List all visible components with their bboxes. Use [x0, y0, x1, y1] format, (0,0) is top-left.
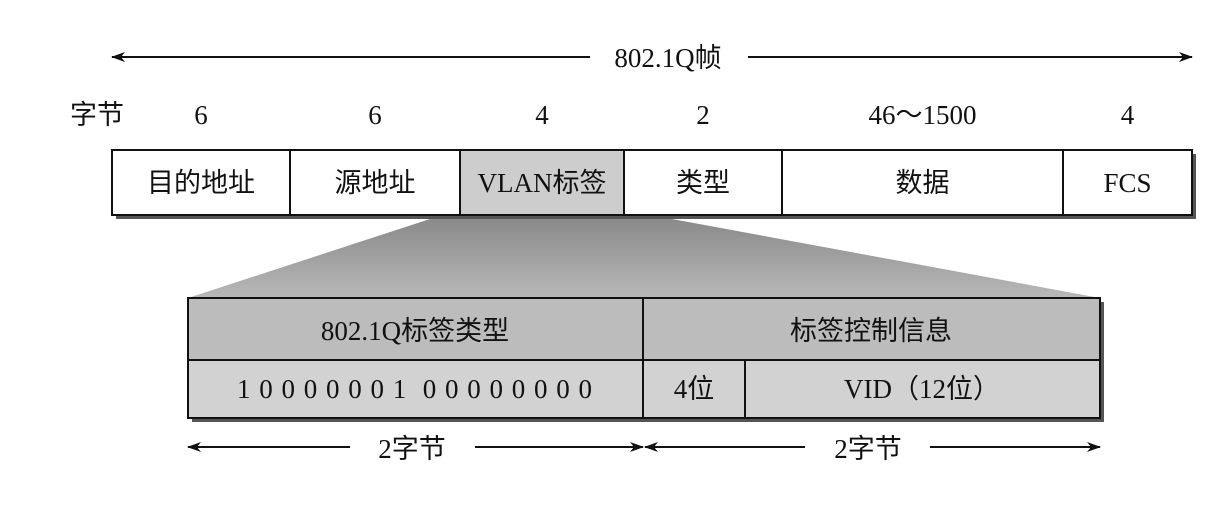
bytes-label: 字节 [70, 100, 124, 130]
frame-fields: 目的地址 源地址 VLAN标签 类型 数据 FCS [111, 149, 1193, 216]
field-cell [459, 149, 625, 216]
tag-size-arrows: 2字节 2字节 [187, 434, 1101, 464]
field-cell [781, 149, 1064, 216]
vlan-tag-detail: 802.1Q标签类型 1 0 0 0 0 0 0 1 0 0 0 0 0 0 0… [187, 297, 1101, 419]
field-name: FCS [1103, 168, 1151, 198]
field-name: 类型 [676, 168, 730, 198]
field-cell [289, 149, 461, 216]
field-name: 数据 [896, 168, 950, 198]
tci-header: 标签控制信息 [790, 316, 952, 346]
field-bytes: 4 [1121, 100, 1135, 130]
tci-priority-bits: 4位 [674, 374, 715, 404]
field-name: 目的地址 [147, 168, 255, 198]
tag-expansion-shading [188, 219, 1100, 298]
tci-size: 2字节 [834, 434, 902, 464]
field-bytes: 6 [368, 100, 382, 130]
tpid-header: 802.1Q标签类型 [321, 316, 509, 346]
vid-field: VID（12位） [844, 374, 1000, 404]
field-name: VLAN标签 [478, 168, 607, 198]
frame-length-arrow: 802.1Q帧 [111, 43, 1193, 73]
field-bytes: 2 [696, 100, 710, 130]
field-bytes: 4 [535, 100, 549, 130]
tpid-value: 1 0 0 0 0 0 0 1 0 0 0 0 0 0 0 0 [237, 374, 593, 404]
tpid-size: 2字节 [378, 434, 446, 464]
field-bytes: 6 [194, 100, 208, 130]
field-cell [111, 149, 291, 216]
frame-title: 802.1Q帧 [614, 43, 721, 73]
field-name: 源地址 [335, 168, 416, 198]
field-cell [1062, 149, 1193, 216]
field-bytes: 46～1500 [869, 100, 977, 130]
bytes-row: 6 6 4 2 46～1500 4 [194, 100, 1135, 130]
